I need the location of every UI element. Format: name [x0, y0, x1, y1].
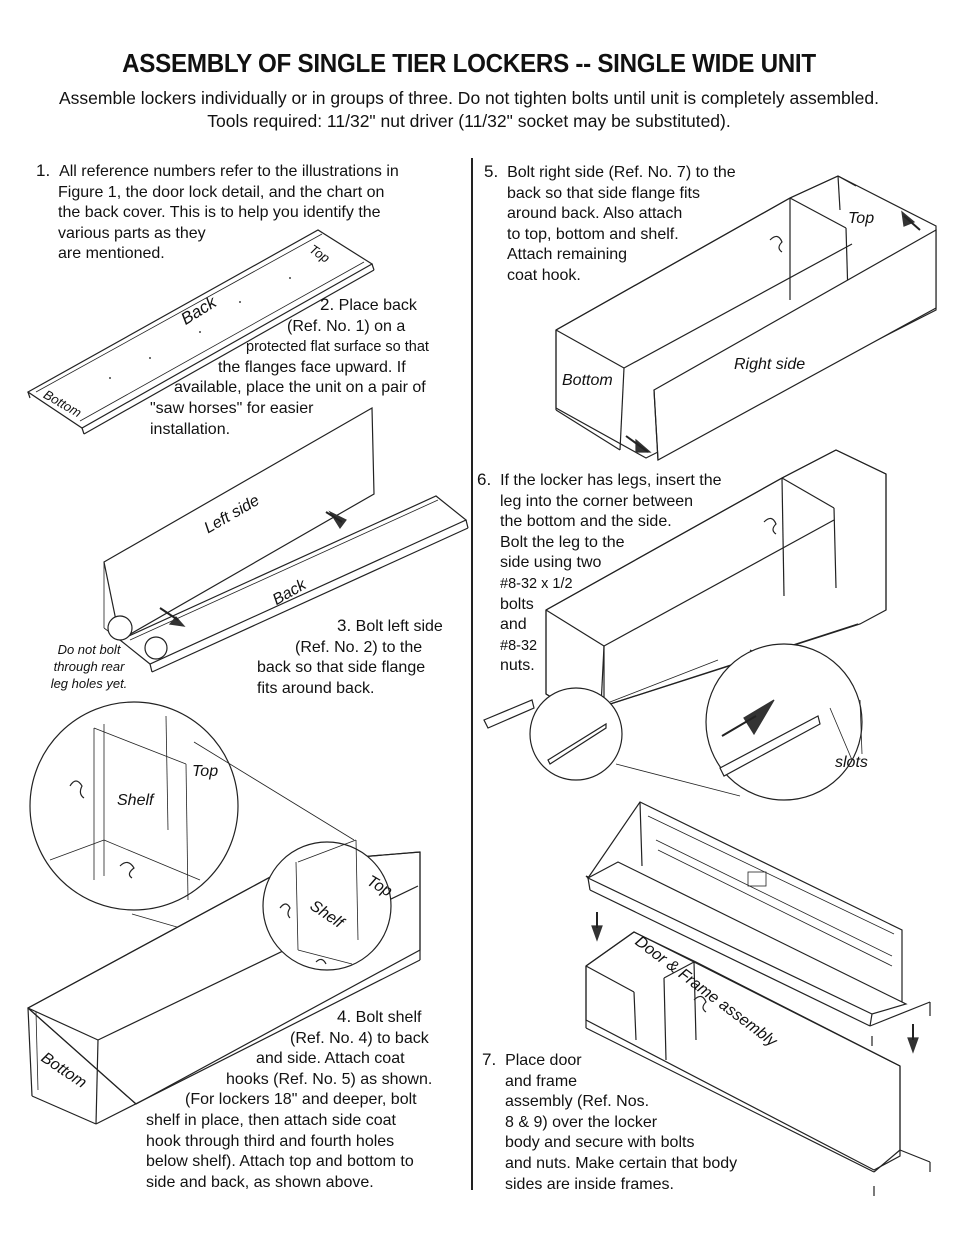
step-3-number: 3. — [337, 616, 352, 635]
intro-text: Assemble lockers individually or in grou… — [59, 88, 879, 131]
door-frame-illustration — [585, 801, 931, 1196]
label-bottom-5: Bottom — [562, 372, 613, 389]
step-5: 5. Bolt right side (Ref. No. 7) to the b… — [484, 162, 736, 284]
label-slots: slots — [835, 754, 868, 771]
legs-illustration — [483, 449, 887, 801]
step-4-number: 4. — [337, 1007, 352, 1026]
page-title: ASSEMBLY OF SINGLE TIER LOCKERS -- SINGL… — [122, 48, 816, 78]
step-7: 7. Place door and frame assembly (Ref. N… — [482, 1050, 738, 1193]
step-5-number: 5. — [484, 162, 499, 181]
step-4: 4. Bolt shelf (Ref. No. 4) to back and s… — [146, 1007, 433, 1191]
label-shelf-detail: Shelf — [117, 792, 154, 809]
step-6: 6. If the locker has legs, insert the le… — [477, 470, 722, 675]
label-top-detail: Top — [192, 763, 219, 780]
step-2-number: 2. — [320, 295, 335, 314]
shelf-illustration — [26, 701, 421, 1125]
right-side-illustration — [555, 175, 937, 461]
step-3: 3. Bolt left side (Ref. No. 2) to the ba… — [257, 616, 443, 697]
step-6-number: 6. — [477, 470, 492, 489]
step-2: 2. Place back (Ref. No. 1) on a protecte… — [150, 295, 429, 438]
label-right-side: Right side — [734, 356, 806, 373]
left-side-illustration — [103, 406, 469, 673]
back-panel-illustration — [26, 229, 375, 435]
step-1-number: 1. — [36, 161, 51, 180]
label-top-5: Top — [848, 210, 875, 227]
step-1: 1. All reference numbers refer to the il… — [36, 161, 399, 263]
column-divider — [471, 158, 473, 1190]
rear-leg-hole-note: Do not bolt through rear leg holes yet. — [50, 642, 128, 691]
step-7-number: 7. — [482, 1050, 497, 1069]
